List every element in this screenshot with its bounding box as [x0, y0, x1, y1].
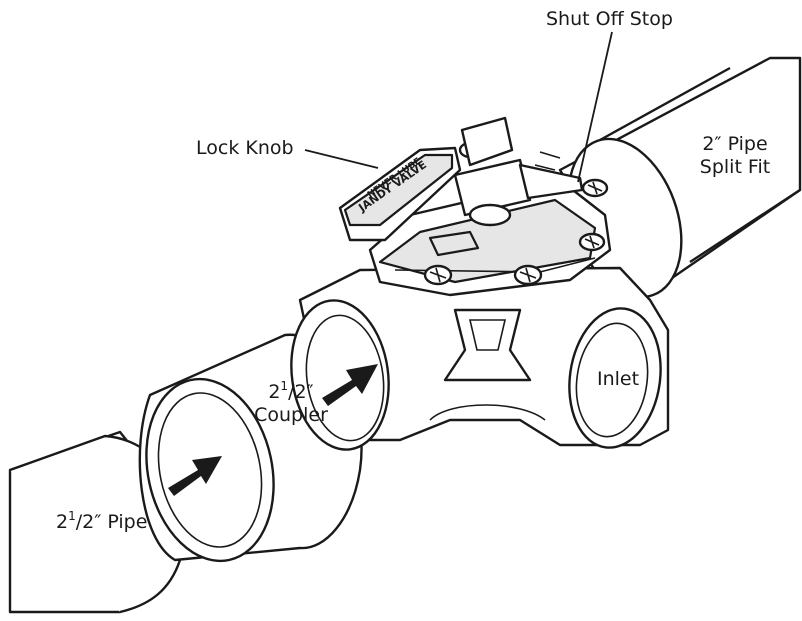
inlet-label: Inlet — [597, 368, 640, 390]
lock-knob-leader — [304, 149, 379, 169]
valve-cover — [368, 141, 612, 297]
valve-handle — [453, 116, 584, 227]
two-inch-pipe-line1: 2″ Pipe — [702, 133, 768, 155]
lock-knob-label: Lock Knob — [196, 137, 294, 159]
valve-body — [290, 266, 670, 451]
two-inch-pipe-label: 2″ Pipe Split Fit — [680, 133, 790, 179]
arrow-right-icon — [322, 364, 378, 406]
arrow-right-icon — [168, 456, 222, 496]
shut-off-stop-leader — [577, 31, 613, 183]
coupler-word: Coupler — [254, 404, 328, 426]
shut-off-stop-label: Shut Off Stop — [546, 8, 673, 30]
coupler-size: 21/2″ — [268, 379, 314, 403]
two-inch-pipe-line2: Split Fit — [699, 156, 771, 178]
pipe-label: 21/2″ Pipe — [56, 509, 148, 533]
coupler-label: 21/2″ Coupler — [246, 375, 336, 427]
